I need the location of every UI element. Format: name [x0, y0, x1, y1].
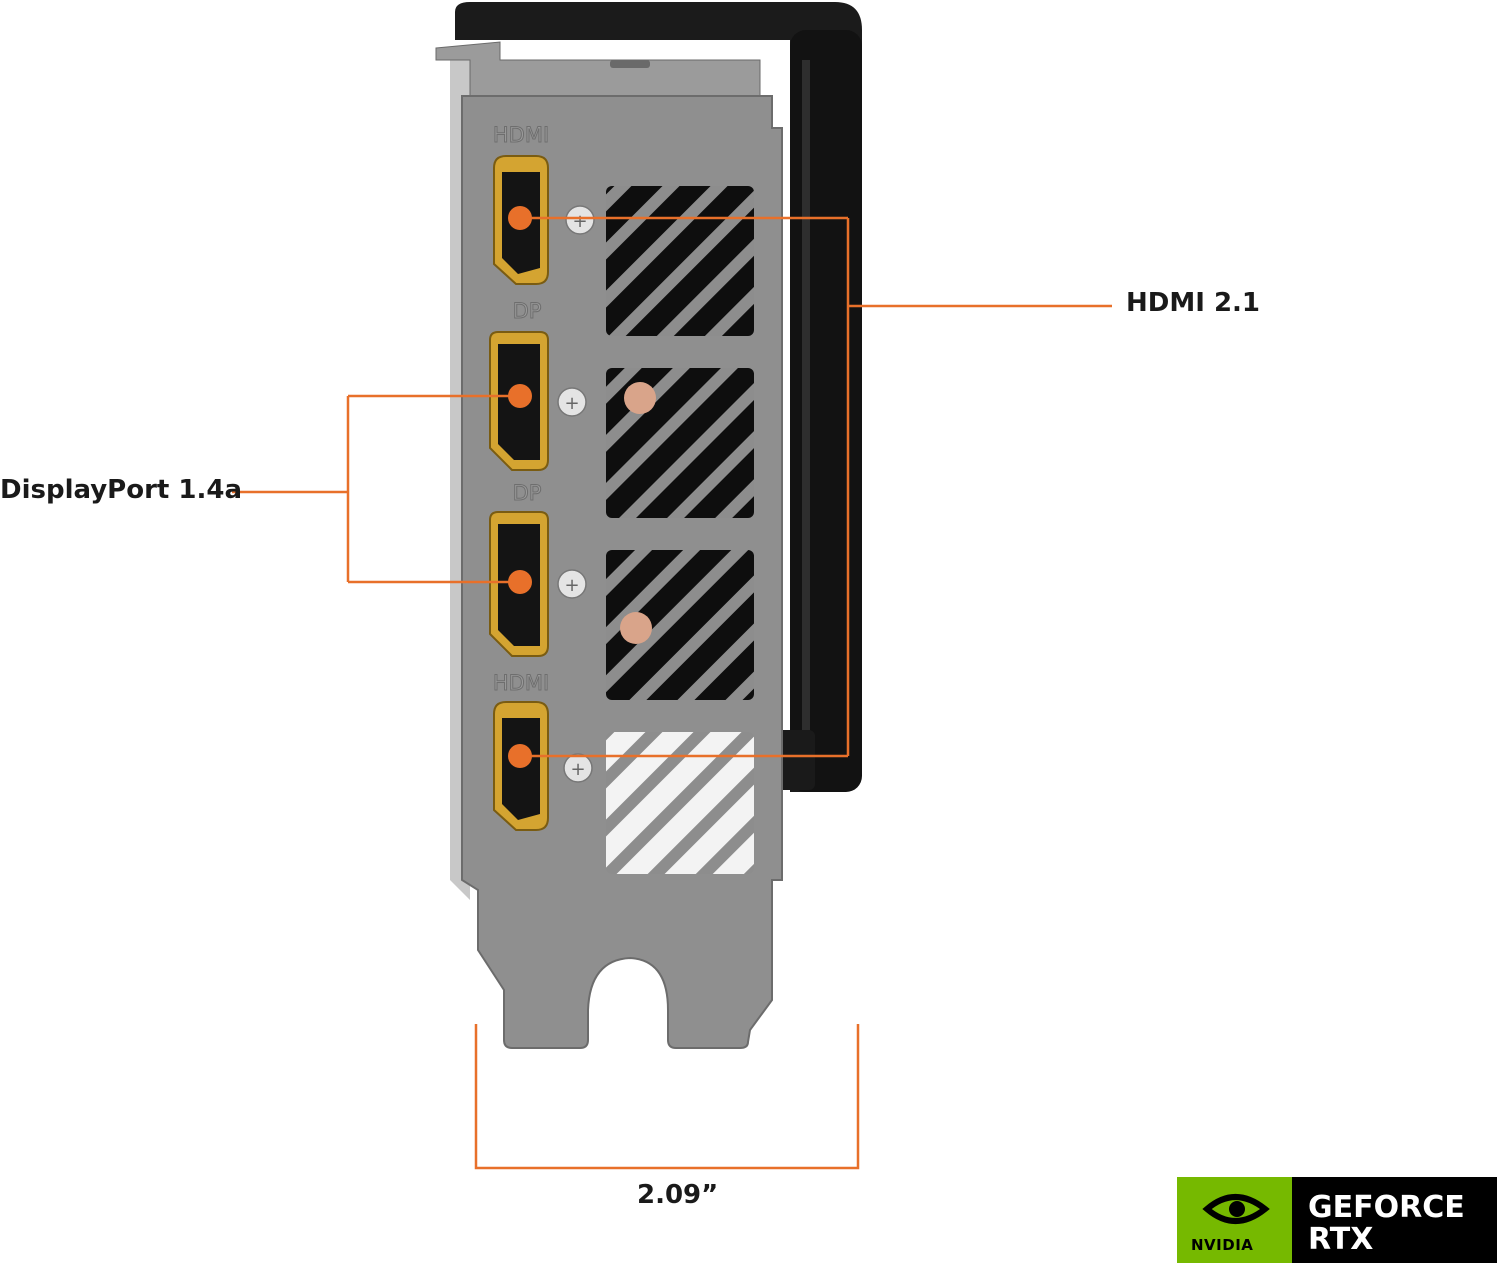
nvidia-logo-panel: NVIDIA [1177, 1177, 1292, 1263]
geforce-rtx-wordmark: GEFORCE RTX [1292, 1177, 1497, 1263]
hdmi-marker-top [508, 206, 532, 230]
shroud-highlight [802, 60, 810, 760]
displayport-marker-2 [508, 570, 532, 594]
port-label-hdmi-top: HDMI [493, 123, 549, 147]
displayport-marker-1 [508, 384, 532, 408]
nvidia-eye-icon [1202, 1194, 1270, 1224]
nvidia-wordmark: NVIDIA [1191, 1236, 1254, 1254]
port-label-dp-2: DP [513, 481, 542, 505]
screw-1: + [565, 205, 595, 235]
svg-text:+: + [570, 759, 585, 780]
screw-2: + [557, 387, 587, 417]
geforce-rtx-badge: NVIDIA GEFORCE RTX [1177, 1177, 1497, 1263]
width-dimension-label: 2.09” [637, 1180, 719, 1210]
hdmi-marker-bottom [508, 744, 532, 768]
svg-text:+: + [572, 211, 587, 232]
rtx-text: RTX [1308, 1222, 1374, 1257]
hdmi-callout-label: HDMI 2.1 [1126, 288, 1260, 318]
copper-heatpipe-2 [620, 612, 652, 644]
hdmi-port-bottom [493, 701, 549, 831]
vent-cutout-1 [606, 186, 754, 336]
geforce-text: GEFORCE [1308, 1190, 1465, 1225]
svg-text:+: + [564, 393, 579, 414]
port-label-hdmi-bottom: HDMI [493, 671, 549, 695]
displayport-callout-label: DisplayPort 1.4a [0, 475, 243, 505]
screw-4: + [563, 753, 593, 783]
port-label-dp-1: DP [513, 299, 542, 323]
bracket-top-tab [435, 41, 761, 97]
bracket-top-slot [610, 60, 650, 68]
width-dimension-bracket [474, 1024, 860, 1170]
screw-3: + [557, 569, 587, 599]
hdmi-callout-leader [520, 216, 1112, 758]
shroud-edge [790, 30, 862, 792]
vent-cutout-3 [606, 550, 754, 700]
copper-heatpipe-1 [624, 382, 656, 414]
displayport-callout-leader [232, 394, 520, 584]
svg-text:+: + [564, 575, 579, 596]
vent-cutout-4 [606, 732, 754, 874]
